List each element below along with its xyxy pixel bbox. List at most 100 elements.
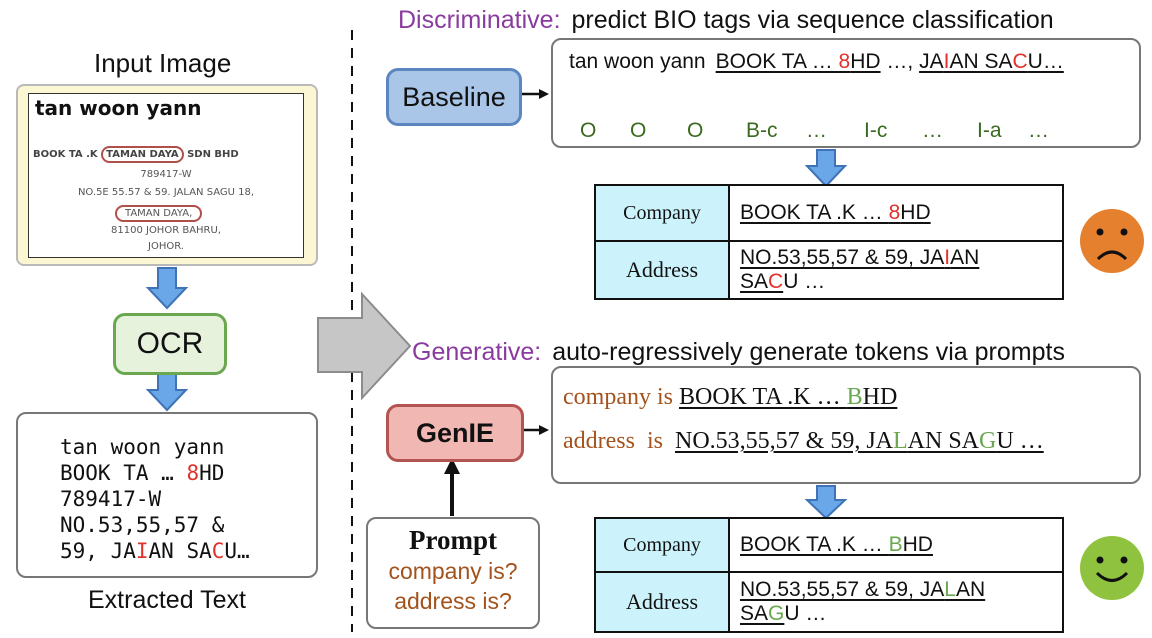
token-company: BOOK TA … 8HD: [716, 50, 881, 73]
address-value-d: SA: [740, 602, 769, 625]
gen-company-line: company is BOOK TA .K … BHD: [563, 384, 897, 411]
company-value: BOOK TA .K … BHD: [728, 517, 1064, 573]
receipt-image: tan woon yann BOOK TA .K TAMAN DAYA SDN …: [28, 93, 304, 258]
generative-heading: Generative: auto-regressively generate t…: [412, 338, 1065, 367]
token-address-error-1: I: [943, 50, 950, 73]
address-value-c: AN: [955, 578, 986, 601]
bio-tag: O: [687, 119, 704, 142]
generative-text: auto-regressively generate tokens via pr…: [552, 338, 1065, 366]
address-value-f: U …: [783, 270, 826, 293]
down-arrow-ocr: [145, 267, 189, 310]
ocr-label: OCR: [136, 327, 204, 360]
generative-output-box: company is BOOK TA .K … BHD address is N…: [551, 366, 1141, 484]
gen-company-fixed: B: [846, 384, 863, 410]
gen-address-a: NO.53,55,57 & 59, JA: [674, 428, 893, 454]
address-value-error-1: I: [944, 246, 951, 269]
receipt-name: tan woon yann: [35, 96, 202, 120]
receipt-line5: 81100 JOHOR BAHRU,: [111, 225, 221, 236]
token-company-a: BOOK TA …: [715, 50, 839, 73]
gen-company-c: HD: [862, 384, 898, 410]
receipt-line1: BOOK TA .K TAMAN DAYA SDN BHD: [33, 146, 239, 163]
discriminative-token-box: tan woon yann BOOK TA … 8HD …, JAIAN SACU…: [551, 38, 1141, 148]
company-value-fixed: B: [888, 533, 903, 556]
extracted-line-2: BOOK TA … 8HD: [60, 460, 224, 486]
discriminative-text: predict BIO tags via sequence classifica…: [571, 6, 1054, 34]
token-address-e: U…: [1027, 50, 1064, 73]
gen-company-a: BOOK TA .K …: [678, 384, 847, 410]
extracted-l5c: AN SA: [148, 539, 212, 563]
baseline-label: Baseline: [402, 81, 506, 112]
extracted-text-caption: Extracted Text: [88, 586, 246, 614]
extracted-l5-error-1: I: [135, 539, 149, 563]
address-value-f: U …: [784, 602, 827, 625]
gen-company-prefix: company is: [563, 384, 673, 410]
address-value: NO.53,55,57 & 59, JAIAN SACU …: [728, 240, 1064, 300]
extracted-l2c: HD: [199, 461, 225, 485]
gen-address-line: address is NO.53,55,57 & 59, JALAN SAGU …: [563, 428, 1044, 455]
bio-tag: B-c: [746, 119, 778, 142]
extracted-l5e: U…: [224, 539, 250, 563]
company-value-a: BOOK TA .K …: [740, 533, 889, 556]
receipt-line2: 789417-W: [140, 169, 192, 180]
gen-address-e: U …: [996, 428, 1044, 454]
company-value-c: HD: [902, 533, 933, 556]
company-value-c: HD: [900, 201, 931, 224]
down-arrow-extracted: [145, 369, 189, 412]
extracted-l5a: 59, JA: [60, 539, 136, 563]
token-company-error: 8: [838, 50, 851, 73]
extracted-line-4: NO.53,55,57 &: [60, 513, 225, 537]
gen-address-fixed-1: L: [893, 428, 908, 454]
address-key: Address: [594, 240, 730, 300]
bio-tag: O: [630, 119, 647, 142]
bio-tag: …: [1028, 119, 1049, 142]
genie-label: GenIE: [415, 417, 495, 448]
bio-tag: O: [580, 119, 597, 142]
token-company-c: HD: [850, 50, 881, 73]
address-value-a: NO.53,55,57 & 59, JA: [740, 246, 945, 269]
big-grey-arrow: [317, 291, 412, 401]
address-value-a: NO.53,55,57 & 59, JA: [740, 578, 945, 601]
company-key: Company: [594, 184, 730, 242]
table-row: Address NO.53,55,57 & 59, JAIAN SACU …: [594, 240, 1064, 300]
receipt-suffix: SDN BHD: [187, 149, 239, 160]
token-address: JAIAN SACU…: [919, 50, 1064, 73]
token-line: tan woon yann BOOK TA … 8HD …, JAIAN SACU…: [569, 50, 1064, 74]
address-value-d: SA: [740, 270, 769, 293]
baseline-model-box: Baseline: [386, 68, 522, 126]
genie-model-box: GenIE: [386, 404, 524, 462]
extracted-line-3: 789417-W: [60, 487, 162, 511]
receipt-line3: NO.5Ε 55.57 & 59. JALAN SAGU 18,: [77, 187, 255, 198]
receipt-highlight-1: TAMAN DAYA: [101, 146, 184, 163]
prompt-title: Prompt: [409, 525, 497, 555]
gen-address-c: AN SA: [907, 428, 980, 454]
address-key: Address: [594, 571, 730, 633]
receipt-highlight-2: TAMAN DAYA,: [115, 205, 203, 222]
extracted-l5-error-2: C: [211, 539, 225, 563]
company-value-a: BOOK TA .K …: [740, 201, 889, 224]
bio-tag: …: [922, 119, 943, 142]
table-row: Company BOOK TA .K … BHD: [594, 517, 1064, 573]
prompt-box: Prompt company is? address is?: [366, 517, 540, 629]
prompt-question-address: address is?: [394, 588, 512, 614]
token-name: tan woon yann: [569, 50, 706, 73]
address-value-error-2: C: [768, 270, 784, 293]
token-ellipsis: …,: [880, 50, 920, 73]
token-address-c: AN SA: [949, 50, 1013, 73]
token-address-error-2: C: [1012, 50, 1028, 73]
extracted-l2a: BOOK TA …: [60, 461, 187, 485]
gen-address-fixed-2: G: [979, 428, 997, 454]
sad-face-icon: [1080, 209, 1144, 273]
extracted-l2-error: 8: [186, 461, 200, 485]
extracted-line-1: tan woon yann: [60, 435, 225, 459]
down-arrow-gen-table: [804, 485, 848, 520]
generative-label: Generative:: [412, 338, 542, 366]
bio-tag: I-a: [977, 119, 1002, 142]
discriminative-heading: Discriminative: predict BIO tags via seq…: [398, 6, 1054, 35]
extracted-text-box: tan woon yann BOOK TA … 8HD 789417-W NO.…: [16, 412, 318, 578]
input-image-title: Input Image: [94, 48, 232, 78]
address-value-c: AN: [950, 246, 980, 269]
address-value-fixed-1: L: [944, 578, 956, 601]
discriminative-result-table: Company BOOK TA .K … 8HD Address NO.53,5…: [594, 184, 1064, 300]
